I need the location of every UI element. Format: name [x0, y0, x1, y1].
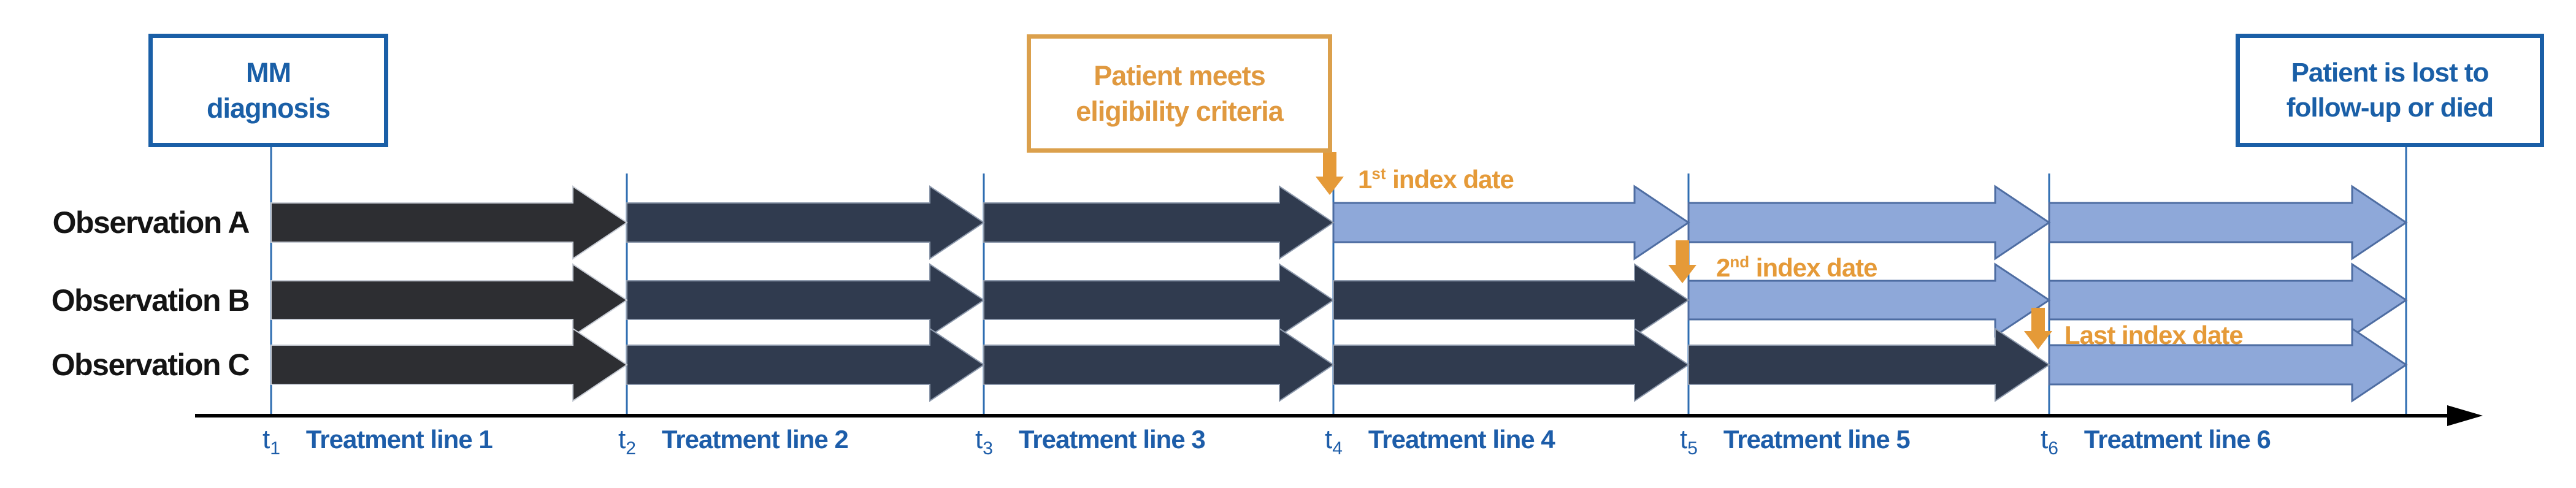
- treatment-line-2-label: Treatment line 2: [661, 425, 849, 454]
- arrow-row3-seg6: [2048, 327, 2408, 403]
- arrow-row2-seg1: [270, 263, 628, 337]
- arrow-row1-seg1: [270, 185, 628, 260]
- eligibility-box: Patient meets eligibility criteria: [1027, 34, 1332, 153]
- mm-diagnosis-line2: diagnosis: [206, 92, 331, 124]
- second-index-text: index date: [1749, 253, 1878, 282]
- last-index-date-label: Last index date: [2064, 314, 2244, 349]
- arrow-row1-seg2: [626, 185, 985, 260]
- eligibility-line2: eligibility criteria: [1076, 95, 1284, 127]
- arrow-row2-seg5: [1687, 262, 2051, 338]
- t3-symbol: t3: [975, 424, 993, 459]
- arrow-row2-seg3: [983, 263, 1335, 337]
- second-index-ordinal: nd: [1730, 253, 1750, 271]
- t6-symbol: t6: [2041, 424, 2058, 459]
- arrow-row3-seg1: [270, 327, 628, 402]
- first-index-ordinal: st: [1371, 164, 1386, 183]
- first-index-date-arrow-icon: [1316, 152, 1344, 195]
- row-label-observation-c: Observation C: [51, 348, 250, 382]
- arrow-row2-seg4: [1333, 263, 1690, 337]
- treatment-line-1-label: Treatment line 1: [305, 425, 493, 454]
- time-axis-arrowhead: [2447, 405, 2483, 426]
- lost-followup-line2: follow-up or died: [2286, 92, 2494, 123]
- arrow-row3-seg3: [983, 327, 1335, 402]
- tick-label-t6: t6 Treatment line 6: [2041, 424, 2271, 459]
- row-label-observation-b: Observation B: [51, 283, 250, 318]
- arrow-row1-seg3: [983, 185, 1335, 260]
- first-index-num: 1: [1358, 165, 1372, 194]
- first-index-text: index date: [1386, 165, 1514, 194]
- arrow-row1-seg4: [1332, 185, 1690, 261]
- arrow-row3-seg2: [626, 327, 985, 402]
- t1-symbol: t1: [263, 424, 280, 459]
- tick-label-t4: t4 Treatment line 4: [1325, 424, 1555, 459]
- eligibility-line1: Patient meets: [1094, 59, 1266, 91]
- second-index-num: 2: [1716, 253, 1730, 282]
- tick-label-t2: t2 Treatment line 2: [618, 424, 849, 459]
- last-index-text: Last index date: [2064, 321, 2244, 349]
- lost-followup-line1: Patient is lost to: [2291, 58, 2490, 88]
- t2-symbol: t2: [618, 424, 636, 459]
- tick-label-t1: t1 Treatment line 1: [263, 424, 493, 459]
- last-index-date-arrow-icon: [2024, 308, 2052, 349]
- first-index-date-label: 1st index date: [1358, 158, 1514, 194]
- arrow-row1-seg5: [1687, 185, 2051, 261]
- treatment-line-5-label: Treatment line 5: [1723, 425, 1911, 454]
- t5-symbol: t5: [1680, 424, 1698, 459]
- arrow-row2-seg2: [626, 263, 985, 337]
- treatment-line-3-label: Treatment line 3: [1018, 425, 1206, 454]
- arrow-row3-seg5: [1688, 327, 2050, 402]
- treatment-line-4-label: Treatment line 4: [1368, 425, 1555, 454]
- arrow-row3-seg4: [1333, 327, 1690, 402]
- t4-symbol: t4: [1325, 424, 1343, 459]
- tick-label-t3: t3 Treatment line 3: [975, 424, 1206, 459]
- second-index-date-arrow-icon: [1668, 240, 1696, 283]
- mm-diagnosis-line1: MM: [246, 56, 291, 88]
- mm-diagnosis-box: MM diagnosis: [148, 34, 388, 147]
- arrow-row2-seg6: [2048, 262, 2408, 338]
- arrow-row1-seg6: [2048, 185, 2408, 261]
- row-label-observation-a: Observation A: [52, 205, 250, 240]
- tick-label-t5: t5 Treatment line 5: [1680, 424, 1911, 459]
- treatment-line-6-label: Treatment line 6: [2083, 425, 2271, 454]
- lost-followup-box: Patient is lost to follow-up or died: [2236, 34, 2544, 147]
- second-index-date-label: 2nd index date: [1716, 246, 1878, 282]
